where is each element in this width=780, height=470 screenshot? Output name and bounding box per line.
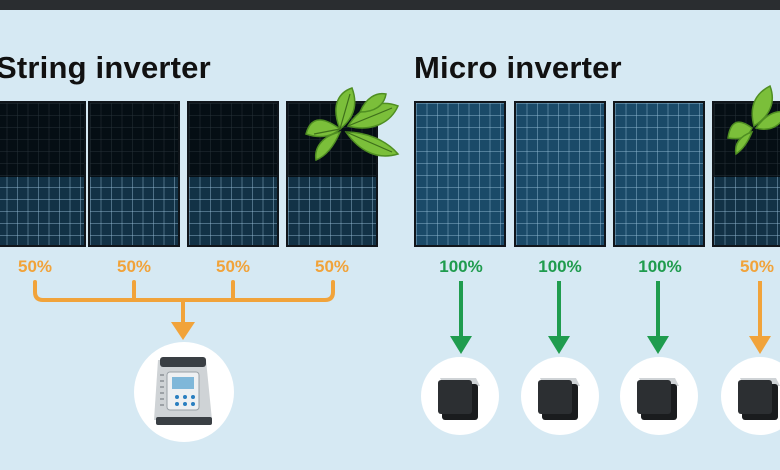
- micro-panel-1: [414, 101, 506, 247]
- string-panel-1: [0, 101, 86, 247]
- top-bar: [0, 0, 780, 10]
- string-output-3: 50%: [215, 257, 251, 276]
- micro-inverter-icon: [521, 357, 599, 435]
- leaf-cluster-icon: [727, 84, 780, 156]
- string-output-2: 50%: [116, 257, 152, 276]
- string-inverter-title: String inverter: [0, 50, 211, 85]
- micro-output-4: 50%: [739, 257, 775, 276]
- micro-inverter-icon: [620, 357, 698, 435]
- micro-arrow-4: [749, 281, 771, 354]
- string-combiner-line: [33, 280, 335, 328]
- micro-inverter-title: Micro inverter: [414, 50, 622, 85]
- micro-arrow-2: [548, 281, 570, 354]
- micro-panel-2: [514, 101, 606, 247]
- micro-arrow-1: [450, 281, 472, 354]
- micro-arrow-3: [647, 281, 669, 354]
- micro-panel-3: [613, 101, 705, 247]
- string-arrowhead: [171, 322, 195, 340]
- micro-output-2: 100%: [538, 257, 582, 276]
- string-panel-3: [187, 101, 279, 247]
- string-output-4: 50%: [314, 257, 350, 276]
- micro-inverter-icon: [421, 357, 499, 435]
- leaf-cluster-icon: [305, 87, 400, 162]
- string-inverter-icon: [134, 342, 234, 442]
- micro-output-3: 100%: [638, 257, 682, 276]
- micro-output-1: 100%: [439, 257, 483, 276]
- string-panel-2: [88, 101, 180, 247]
- micro-inverter-icon: [721, 357, 780, 435]
- string-output-1: 50%: [17, 257, 53, 276]
